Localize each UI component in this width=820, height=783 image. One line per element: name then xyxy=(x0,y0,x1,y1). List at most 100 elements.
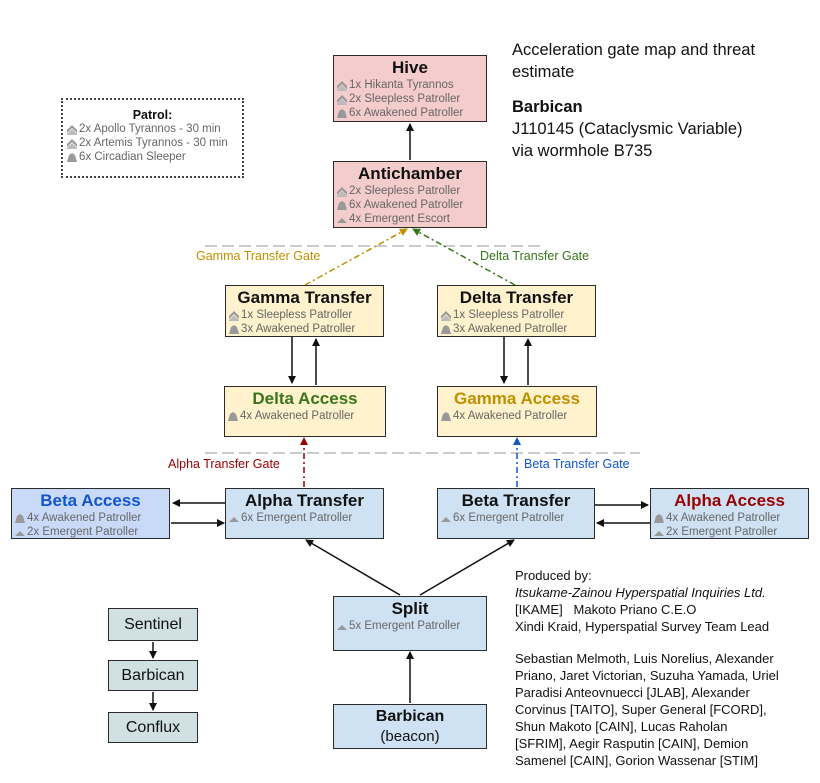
unit-row: 6x Emergent Patroller xyxy=(226,511,383,525)
chevron-rank-icon xyxy=(336,79,348,91)
wormhole-name: via wormhole B735 xyxy=(512,142,653,160)
unit-row: 2x Emergent Patroller xyxy=(651,525,808,539)
unit-row: 1x Hikanta Tyrannos xyxy=(334,78,486,92)
chevron-rank-icon xyxy=(336,185,348,197)
unit-row: 4x Awakened Patroller xyxy=(438,409,596,423)
unit-row-text: 4x Awakened Patroller xyxy=(27,512,142,524)
unit-row: 3x Awakened Patroller xyxy=(438,322,595,336)
unit-row-text: 6x Emergent Patroller xyxy=(453,512,565,524)
edge-delta-gate xyxy=(412,228,516,286)
unit-row: 2x Sleepless Patroller xyxy=(334,92,486,106)
credits-company: Itsukame-Zainou Hyperspatial Inquiries L… xyxy=(515,585,766,600)
chevron-rank-icon xyxy=(440,309,452,321)
gate-label-alpha: Alpha Transfer Gate xyxy=(168,457,280,471)
node-title: Beta Access xyxy=(40,491,141,510)
hull-rank-icon xyxy=(227,410,239,422)
unit-row: 4x Awakened Patroller xyxy=(12,511,169,525)
hull-rank-icon xyxy=(440,410,452,422)
node-title: Split xyxy=(391,599,429,618)
credits-line-0: [IKAME] Makoto Priano C.E.O xyxy=(515,602,697,617)
unit-row: 2x Sleepless Patroller xyxy=(334,184,486,198)
unit-row: 3x Awakened Patroller xyxy=(226,322,383,336)
hull-rank-icon xyxy=(228,323,240,335)
node-alpha-access: Alpha Access 4x Awakened Patroller 2x Emer… xyxy=(650,488,809,539)
unit-row: 6x Circadian Sleeper xyxy=(64,150,242,164)
node-delta-access: Delta Access 4x Awakened Patroller xyxy=(224,386,386,437)
credits: Produced by: Itsukame-Zainou Hyperspatia… xyxy=(515,567,779,769)
unit-row-text: 6x Awakened Patroller xyxy=(349,107,464,119)
chevron-rank-icon xyxy=(66,137,78,149)
edge-split-alphaT xyxy=(305,539,401,596)
node-alpha-transfer: Alpha Transfer 6x Emergent Patroller xyxy=(225,488,384,539)
unit-row-text: 2x Emergent Patroller xyxy=(27,526,139,538)
credits-produced-by: Produced by: xyxy=(515,568,592,583)
hull-rank-icon xyxy=(336,199,348,211)
node-gamma-access: Gamma Access 4x Awakened Patroller xyxy=(437,386,597,437)
barbican-beacon-title: Barbican xyxy=(375,708,445,725)
system-name: Barbican xyxy=(512,98,583,116)
node-title: Gamma Access xyxy=(453,389,580,408)
gate-label-gamma: Gamma Transfer Gate xyxy=(196,249,321,263)
credits-member-1: Priano, Jaret Victorian, Suzuha Yamada, … xyxy=(515,668,779,683)
gate-label-delta: Delta Transfer Gate xyxy=(480,249,590,263)
credits-member-3: Corvinus [TAITO], Super General [FCORD], xyxy=(515,702,767,717)
patrol-title: Patrol: xyxy=(132,108,173,122)
unit-row-text: 4x Awakened Patroller xyxy=(453,410,568,422)
unit-row-text: 1x Sleepless Patroller xyxy=(453,309,565,321)
credits-member-2: Paradisi Anteovnuecci [JLAB], Alexander xyxy=(515,685,750,700)
escort-rank-icon xyxy=(14,526,26,538)
node-beta-transfer: Beta Transfer 6x Emergent Patroller xyxy=(437,488,595,539)
unit-row-text: 4x Awakened Patroller xyxy=(666,512,781,524)
unit-row-text: 3x Awakened Patroller xyxy=(241,323,356,335)
unit-row-text: 5x Emergent Patroller xyxy=(349,620,461,632)
node-title: Alpha Transfer xyxy=(244,491,365,510)
unit-row-text: 2x Apollo Tyrannos - 30 min xyxy=(79,123,221,135)
node-gamma-transfer: Gamma Transfer 1x Sleepless Patroller 3x A… xyxy=(225,285,384,337)
chevron-rank-icon xyxy=(66,123,78,135)
chevron-rank-icon xyxy=(228,309,240,321)
unit-row: 4x Emergent Escort xyxy=(334,212,486,226)
hull-rank-icon xyxy=(440,323,452,335)
map-title-line1: Acceleration gate map and threat xyxy=(512,41,756,59)
map-title-line2: estimate xyxy=(512,63,575,81)
unit-row-text: 6x Circadian Sleeper xyxy=(79,151,186,163)
node-title: Hive xyxy=(392,58,428,77)
unit-row-text: 6x Emergent Patroller xyxy=(241,512,353,524)
unit-row-text: 2x Sleepless Patroller xyxy=(349,185,461,197)
escort-rank-icon xyxy=(440,512,452,524)
node-title: Antichamber xyxy=(358,164,462,183)
credits-member-6: Samenel [CAIN], Gorion Wassenar [STIM] xyxy=(515,753,758,768)
unit-row-text: 1x Sleepless Patroller xyxy=(241,309,353,321)
system-id: J110145 (Cataclysmic Variable) xyxy=(512,120,743,138)
unit-row: 2x Apollo Tyrannos - 30 min xyxy=(64,122,242,136)
escort-rank-icon xyxy=(653,526,665,538)
node-title: Beta Transfer xyxy=(461,491,571,510)
edge-split-betaT xyxy=(419,539,515,596)
escort-rank-icon xyxy=(228,512,240,524)
unit-row: 2x Artemis Tyrannos - 30 min xyxy=(64,136,242,150)
unit-row-text: 6x Awakened Patroller xyxy=(349,199,464,211)
credits-member-0: Sebastian Melmoth, Luis Norelius, Alexan… xyxy=(515,651,774,666)
node-title: Delta Transfer xyxy=(459,288,574,307)
node-barbican-beacon: Barbican (beacon) xyxy=(333,704,487,749)
chain-conflux: Conflux xyxy=(108,712,198,743)
unit-row-text: 4x Awakened Patroller xyxy=(240,410,355,422)
chain-sentinel: Sentinel xyxy=(108,608,198,641)
node-title: Alpha Access xyxy=(674,491,785,510)
unit-row-text: 1x Hikanta Tyrannos xyxy=(349,79,454,91)
credits-member-4: Shun Makoto [CAIN], Lucas Raholan xyxy=(515,719,728,734)
escort-rank-icon xyxy=(336,213,348,225)
node-beta-access: Beta Access 4x Awakened Patroller 2x Emerg… xyxy=(11,488,170,539)
unit-row: 1x Sleepless Patroller xyxy=(438,308,595,322)
unit-row: 4x Awakened Patroller xyxy=(225,409,385,423)
node-title: Delta Access xyxy=(252,389,358,408)
node-split: Split 5x Emergent Patroller xyxy=(333,596,487,651)
node-title: Gamma Transfer xyxy=(237,288,372,307)
unit-row: 4x Awakened Patroller xyxy=(651,511,808,525)
barbican-beacon-subtitle: (beacon) xyxy=(380,728,440,745)
unit-row-text: 2x Emergent Patroller xyxy=(666,526,778,538)
unit-row-text: 4x Emergent Escort xyxy=(349,213,450,225)
